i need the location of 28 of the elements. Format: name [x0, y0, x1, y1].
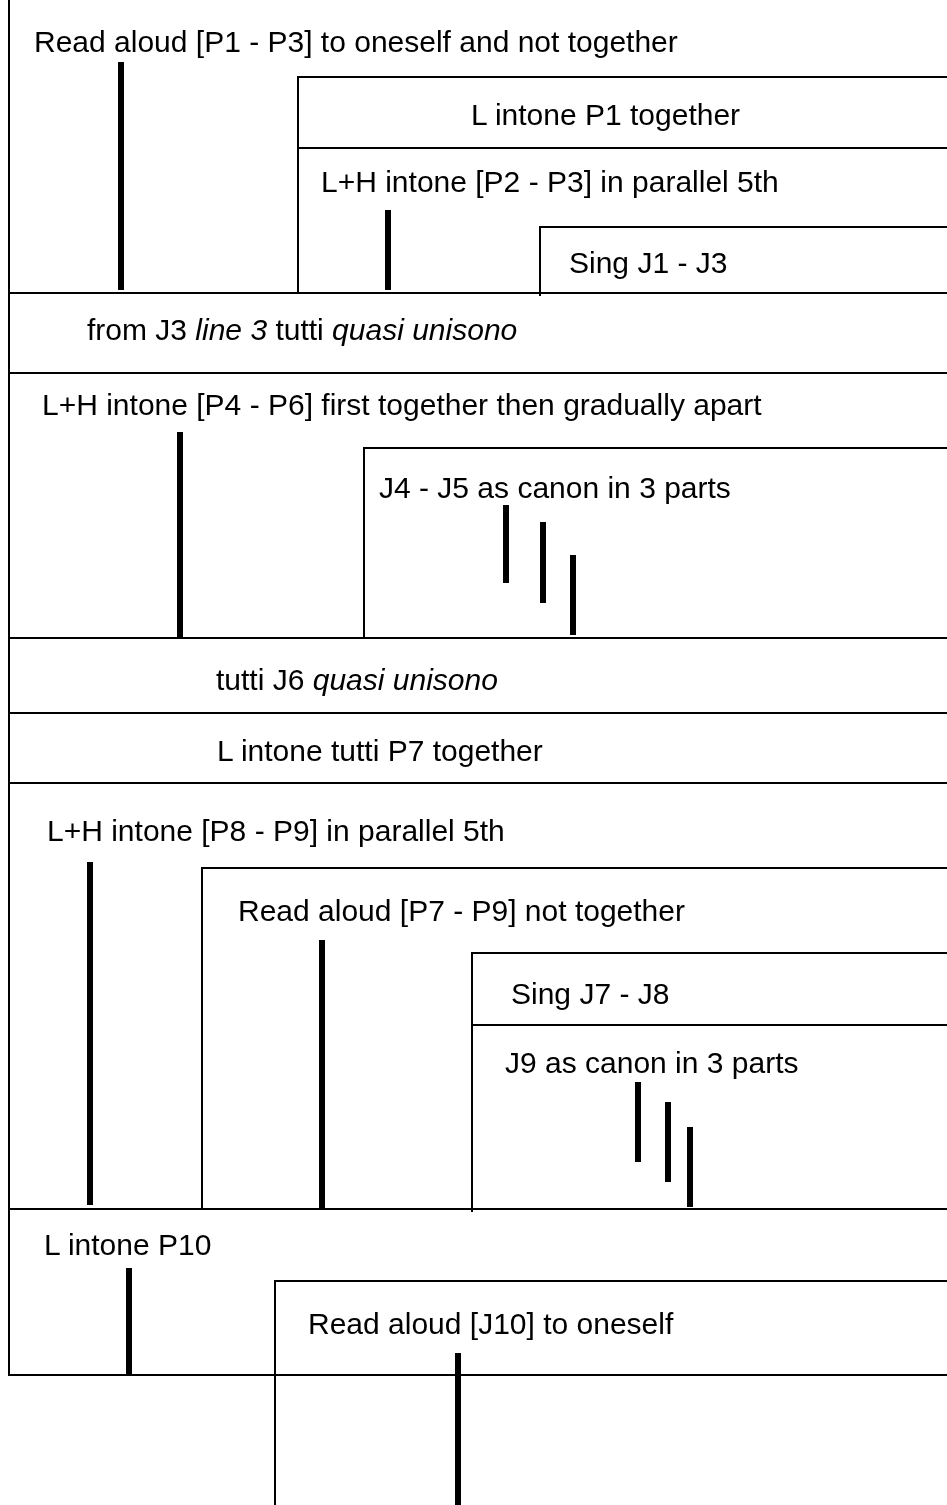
score-section	[274, 1280, 947, 1505]
instruction-text: L intone P1 together	[471, 100, 741, 130]
instruction-text: tutti J6 quasi unisono	[216, 665, 498, 695]
instruction-text: Read aloud [P7 - P9] not together	[238, 896, 685, 926]
score-section	[471, 1024, 947, 1212]
instruction-text: L intone P10	[44, 1230, 212, 1260]
score-section	[8, 712, 947, 782]
score-section	[8, 372, 947, 637]
instruction-text: J4 - J5 as canon in 3 parts	[379, 473, 731, 503]
score-section	[363, 447, 947, 639]
instruction-text: Read aloud [J10] to oneself	[308, 1309, 674, 1339]
instruction-text: Sing J7 - J8	[511, 979, 670, 1009]
instruction-text: J9 as canon in 3 parts	[505, 1048, 799, 1078]
score-section	[471, 952, 947, 1024]
instruction-text: L intone tutti P7 together	[217, 736, 543, 766]
instruction-text: L+H intone [P4 - P6] first together then gradually apart	[42, 390, 762, 420]
score-section	[201, 867, 947, 1210]
score-section	[8, 637, 947, 712]
score-section	[297, 76, 947, 147]
score-section	[539, 226, 947, 296]
instruction-text: from J3 line 3 tutti quasi unisono	[87, 315, 518, 345]
instruction-text: Sing J1 - J3	[569, 248, 728, 278]
score-section	[8, 292, 947, 372]
instruction-text: L+H intone [P2 - P3] in parallel 5th	[321, 167, 779, 197]
score-section	[8, 1208, 947, 1376]
instruction-text: L+H intone [P8 - P9] in parallel 5th	[47, 816, 505, 846]
instruction-text: Read aloud [P1 - P3] to oneself and not together	[34, 27, 678, 57]
score-section	[297, 147, 947, 294]
